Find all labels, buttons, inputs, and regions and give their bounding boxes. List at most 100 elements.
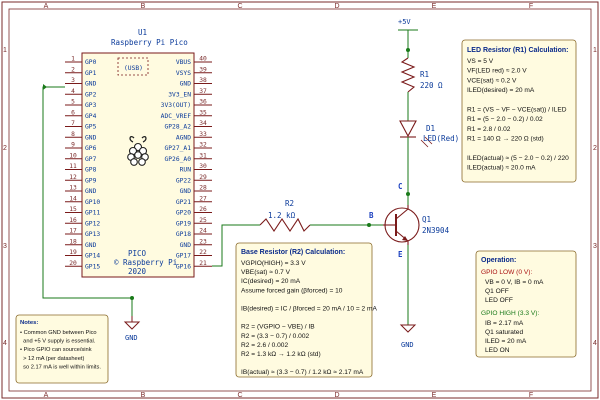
pin-number: 28 [199,185,207,192]
pin-number: 27 [199,195,207,202]
pin-label-right: GND [180,81,192,88]
led-calc-box: LED Resistor (R1) Calculation: VS = 5 VV… [461,39,577,183]
pin-number: 22 [199,249,207,256]
notes-line: • Common GND between Pico [20,330,97,336]
pico-footer-1: PICO [128,249,147,258]
pin-label-left: GP4 [85,113,97,120]
pin-label-left: GP2 [85,91,97,98]
resistor-r2: R2 1.2 kΩ [259,199,311,232]
pin-number: 23 [199,238,207,245]
pin-number: 15 [69,206,77,213]
pin-label-left: GP1 [85,70,97,77]
pin-number: 18 [69,238,77,245]
pin-number: 32 [199,142,207,149]
base-calc-line: IB(actual) ≈ (3.3 − 0.7) / 1.2 kΩ ≈ 2.17… [241,369,364,376]
pin-label-left: GP9 [85,177,97,184]
notes-line: so 2.17 mA is well within limits. [20,364,101,370]
pin-number: 26 [199,206,207,213]
pico-footer-2: © Raspberry Pi [114,258,177,267]
r2-ref: R2 [285,199,294,208]
pin-label-left: GP3 [85,102,97,109]
pin-label-right: GP20 [176,210,191,217]
pin-number: 40 [199,56,207,63]
q1-ref: Q1 [422,215,431,224]
pin-number: 19 [69,249,77,256]
ground-symbol-left [123,316,141,330]
pin-number: 34 [199,120,207,127]
vcc-label: +5V [398,18,411,26]
pin-label-left: GND [85,134,97,141]
grid-row-label: 3 [3,243,7,250]
led-calc-line: VS = 5 V [467,58,494,65]
pin-number: 2 [71,66,75,73]
transistor-q1: Q1 2N3904 [383,205,450,245]
pin-label-right: ADC_VREF [161,113,192,120]
led-calc-line: R1 = (5 − 2.0 − 0.2) / 0.02 [467,116,543,123]
led-d1: D1 LED(Red) [399,120,459,148]
pin-label-right: GP16 [176,263,191,270]
gpio-high-title: GPIO HIGH (3.3 V): [481,310,539,317]
grid-column-label: F [529,3,533,10]
pin-label-right: 3V3_EN [168,91,191,98]
pin-label-left: GP7 [85,156,97,163]
pin-number: 4 [71,88,75,95]
r1-ref: R1 [420,70,429,79]
grid-column-label: E [432,392,437,399]
d1-ref: D1 [426,124,435,133]
operation-box: Operation: GPIO LOW (0 V): VB = 0 V, IB … [475,250,577,358]
gpio-high-line: Q1 saturated [485,329,523,336]
pin-number: 12 [69,174,77,181]
led-calc-line: R1 = (VS − VF − VCE(sat)) / ILED [467,107,567,114]
gnd-label-left: GND [125,334,138,342]
grid-column-label: D [334,3,339,10]
grid-column-label: C [237,392,242,399]
base-calc-box: Base Resistor (R2) Calculation: VGPIO(HI… [235,242,378,378]
pin-label-right: GP27_A1 [164,145,191,152]
pin-label-left: GP0 [85,59,97,66]
grid-column-label: F [529,392,533,399]
led-calc-line: R1 = 2.8 / 0.02 [467,126,511,133]
gpio-low-line: LED OFF [485,297,513,304]
pico-name: Raspberry Pi Pico [111,38,188,47]
gpio-high-line: ILED = 20 mA [485,338,527,345]
base-calc-line: VBE(sat) ≈ 0.7 V [241,269,291,276]
pin-label-right: VSYS [176,70,191,77]
pin-label-left: GP8 [85,167,97,174]
gpio-low-title: GPIO LOW (0 V): [481,269,532,276]
base-calc-line: IC(desired) = 20 mA [241,278,301,285]
pin-number: 16 [69,217,77,224]
gpio-high-line: IB = 2.17 mA [485,320,524,327]
pin-number: 35 [199,109,207,116]
pin-label-right: GND [180,242,192,249]
gpio-high-line: LED ON [485,347,510,354]
pin-label-left: GP15 [85,263,100,270]
notes-box: Notes: • Common GND between Pico and +5 … [15,314,109,384]
pin-label-right: GP22 [176,177,191,184]
grid-column-label: D [334,392,339,399]
pin-label-left: GP5 [85,124,97,131]
pin-label-left: GND [85,81,97,88]
led-calc-title: LED Resistor (R1) Calculation: [467,47,569,54]
pin-number: 11 [69,163,77,170]
led-calc-line: R1 = 140 Ω → 220 Ω (std) [467,136,544,143]
pin-label-left: GND [85,188,97,195]
pin-label-left: GP12 [85,220,100,227]
pin-number: 13 [69,185,77,192]
r2-value: 1.2 kΩ [268,211,296,220]
pin-label-right: GP26_A0 [164,156,191,163]
gnd-wire-left: GND [42,84,141,342]
pin-label-right: GP17 [176,253,191,260]
notes-title: Notes: [20,320,38,326]
pin-label-right: GP28_A2 [164,124,191,131]
base-calc-line: Assume forced gain (βforced) = 10 [241,287,343,294]
grid-column-label: E [432,3,437,10]
q1-value: 2N3904 [422,226,450,235]
grid-row-label: 1 [3,47,7,54]
pin-label-right: GP21 [176,199,191,206]
node-base-label: B [369,211,374,220]
pin-label-right: AGND [176,134,191,141]
notes-line: > 12 mA (per datasheet) [20,356,84,362]
